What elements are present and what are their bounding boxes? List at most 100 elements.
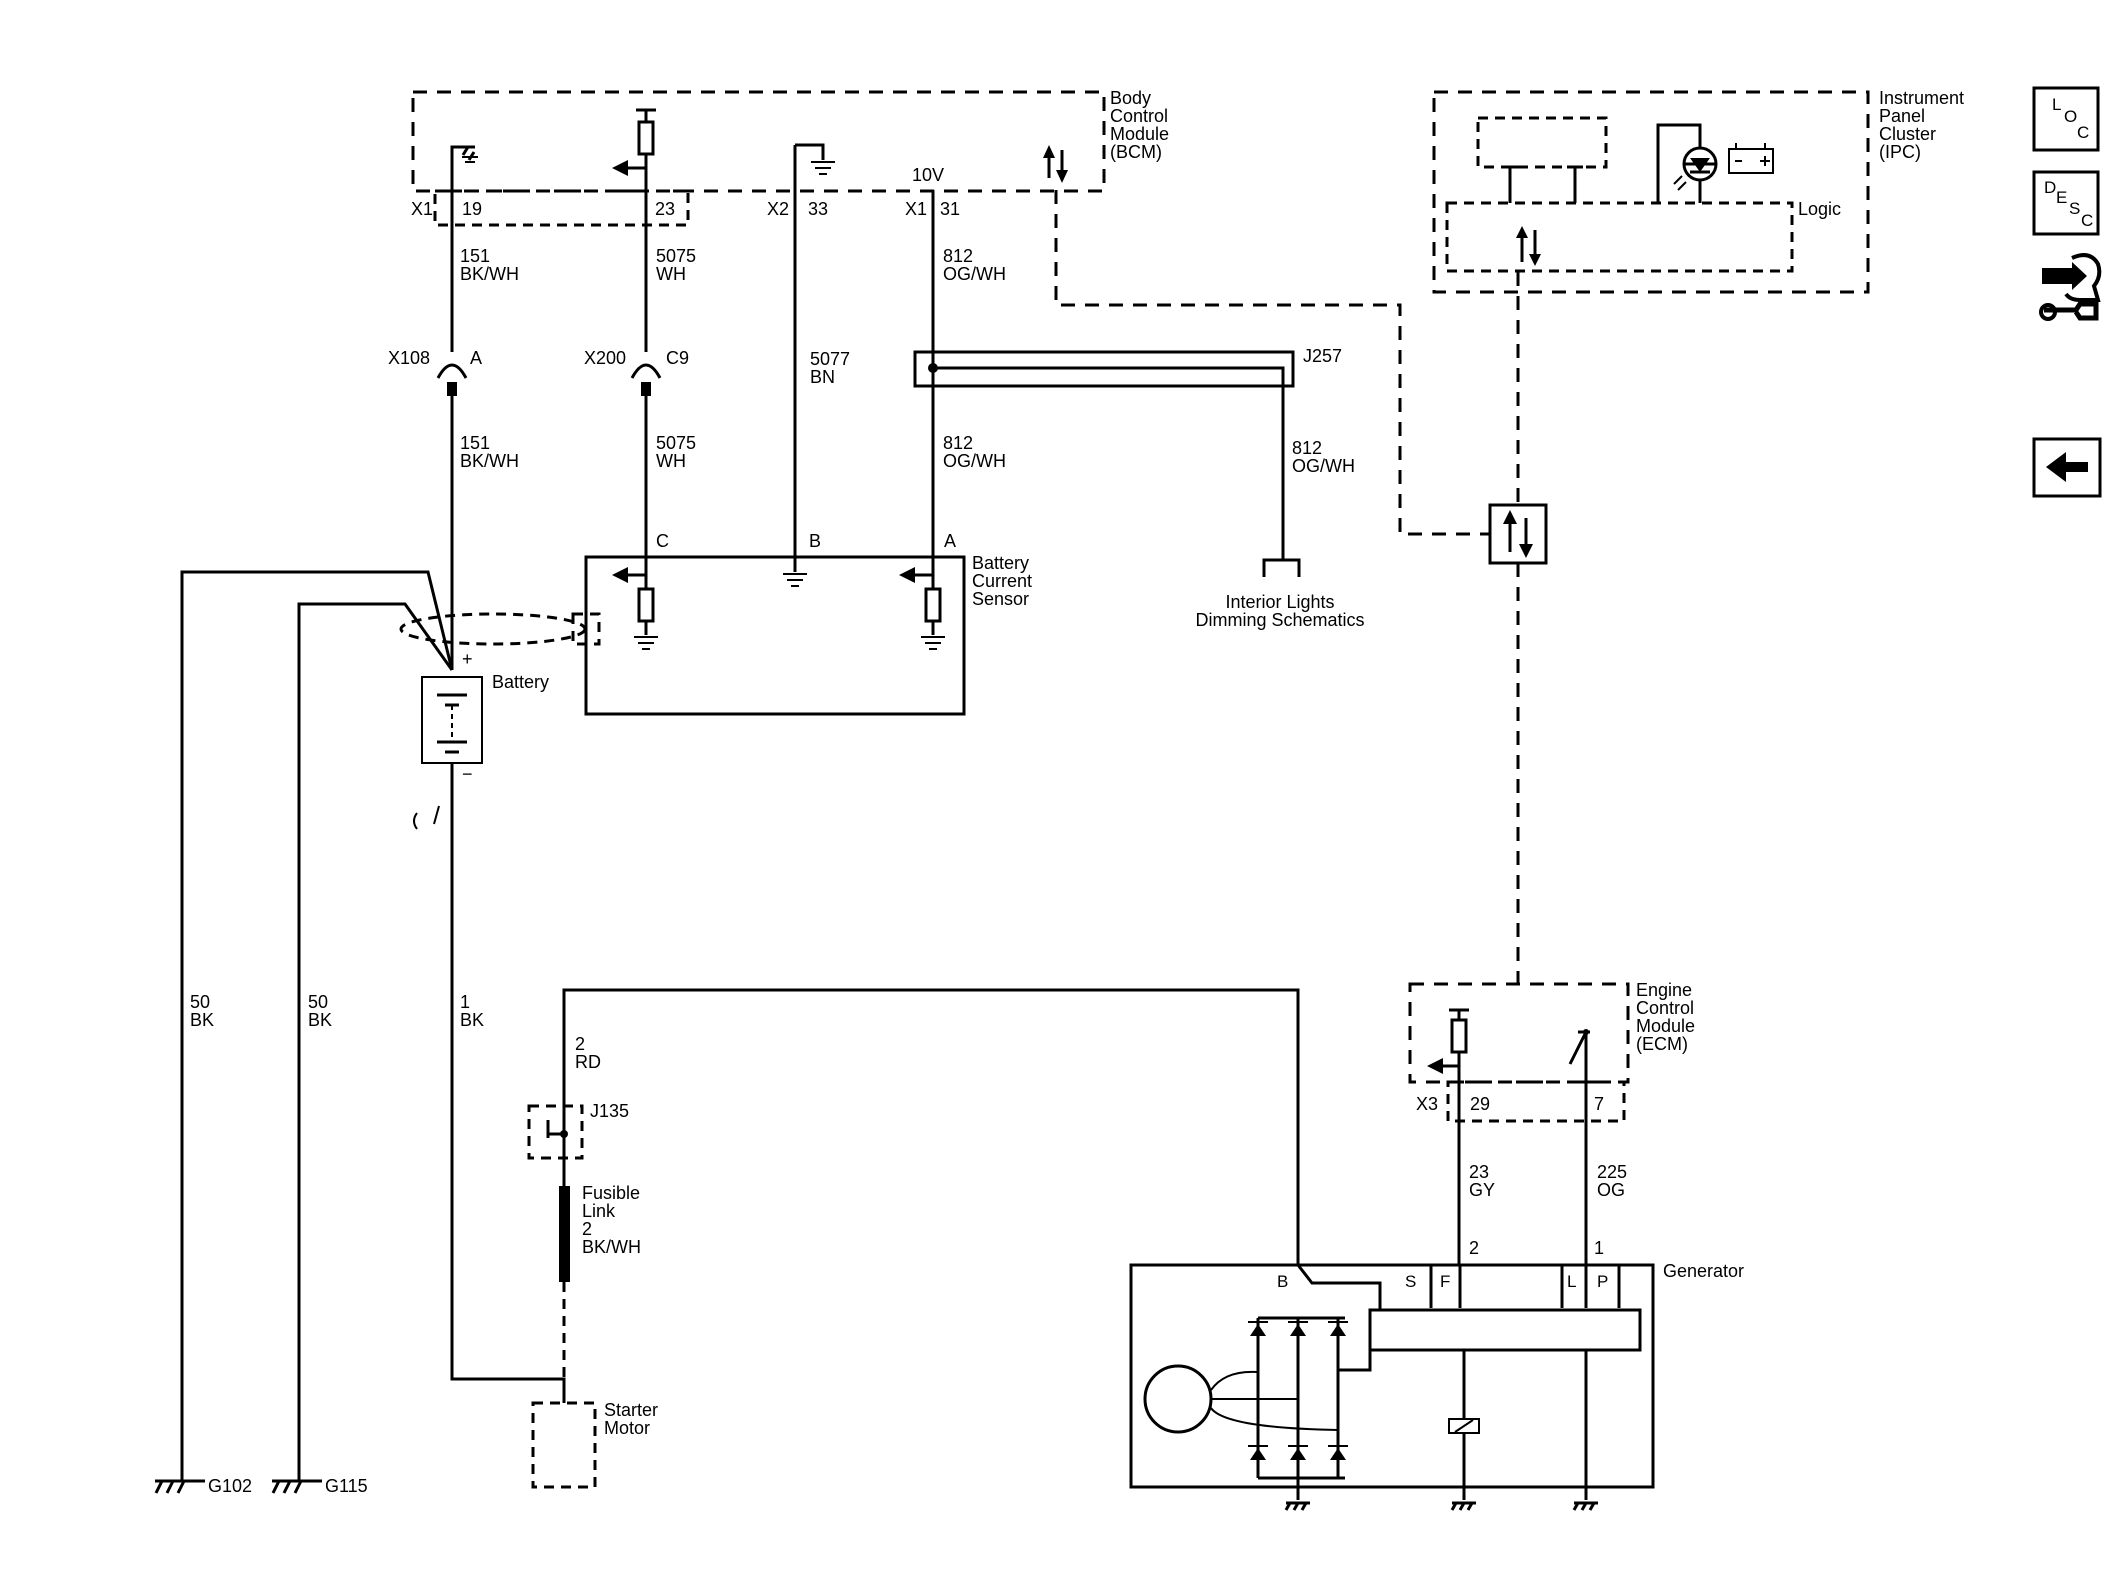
wire-812-number-lower: 812 bbox=[943, 433, 973, 453]
connector-x108-symbol bbox=[436, 363, 468, 379]
connector-x200-symbol bbox=[630, 363, 662, 379]
loc-letter-l: L bbox=[2052, 95, 2061, 114]
ecm-label-4: (ECM) bbox=[1636, 1034, 1688, 1054]
back-button[interactable] bbox=[2032, 437, 2102, 498]
interior-lights-connector bbox=[1262, 558, 1301, 577]
connector-x108-label: X108 bbox=[388, 348, 430, 368]
ground-g115: G115 bbox=[271, 1470, 368, 1496]
wire-225-color: OG bbox=[1597, 1180, 1625, 1200]
desc-letter-s: S bbox=[2069, 199, 2080, 218]
wire-151-number-lower: 151 bbox=[460, 433, 490, 453]
battery-label: Battery bbox=[492, 672, 549, 692]
bcs-pin-c: C bbox=[656, 531, 669, 551]
connector-tool-button[interactable] bbox=[2039, 253, 2102, 321]
bcm-x2-connector: X2 bbox=[767, 199, 789, 219]
bcs-pin-a: A bbox=[944, 531, 956, 551]
bcm-module: Body Control Module (BCM) X1 19 23 X2 33… bbox=[411, 88, 1169, 227]
wire-5075-number-upper: 5075 bbox=[656, 246, 696, 266]
wire-5077-color: BN bbox=[810, 367, 835, 387]
ipc-logic-label: Logic bbox=[1798, 199, 1841, 219]
generator-terminal-s: S bbox=[1405, 1272, 1416, 1291]
battery-minus-label: − bbox=[462, 764, 473, 784]
connector-arrow-icon bbox=[2042, 262, 2087, 290]
bcm-serial-data-line bbox=[1054, 190, 1490, 536]
generator-pin-2: 2 bbox=[1469, 1238, 1479, 1258]
ground-g115-label: G115 bbox=[325, 1476, 368, 1496]
wire-151-color-lower: BK/WH bbox=[460, 451, 519, 471]
bcs-pin-b: B bbox=[809, 531, 821, 551]
wire-50-g102 bbox=[180, 570, 454, 1470]
bcm-label-2: Control bbox=[1110, 106, 1168, 126]
ipc-module: Logic Instrument Panel Cluster (IPC) bbox=[1432, 88, 1964, 294]
generator-label: Generator bbox=[1663, 1261, 1744, 1281]
bcm-label-3: Module bbox=[1110, 124, 1169, 144]
bcs-label-1: Battery bbox=[972, 553, 1029, 573]
wire-5077-number: 5077 bbox=[810, 349, 850, 369]
wire-50-color-b: BK bbox=[308, 1010, 332, 1030]
generator-terminal-b: B bbox=[1277, 1272, 1288, 1291]
bcm-label-1: Body bbox=[1110, 88, 1151, 108]
battery-plus-label: + bbox=[462, 649, 473, 669]
ecm-pin-29: 29 bbox=[1470, 1094, 1490, 1114]
bcm-pin-31: 31 bbox=[940, 199, 960, 219]
ipc-label-1: Instrument bbox=[1879, 88, 1964, 108]
connector-x200-pin: C9 bbox=[666, 348, 689, 368]
wire-2-rd bbox=[562, 988, 1300, 1265]
splice-j135: J135 bbox=[527, 1101, 629, 1160]
wire-812-color-branch: OG/WH bbox=[1292, 456, 1355, 476]
wire-50-number-a: 50 bbox=[190, 992, 210, 1012]
bcm-arrow-icon bbox=[612, 160, 628, 176]
ecm-module: Engine Control Module (ECM) X3 29 7 bbox=[1408, 980, 1695, 1123]
generator-pin-1: 1 bbox=[1594, 1238, 1604, 1258]
ecm-label-1: Engine bbox=[1636, 980, 1692, 1000]
loc-letter-c: C bbox=[2077, 123, 2089, 142]
wire-812-color-lower: OG/WH bbox=[943, 451, 1006, 471]
connector-x108-pin: A bbox=[470, 348, 482, 368]
description-button[interactable]: D E S C bbox=[2032, 170, 2100, 236]
generator-terminal-f: F bbox=[1440, 1272, 1450, 1291]
splice-j135-label: J135 bbox=[590, 1101, 629, 1121]
wire-225-number: 225 bbox=[1597, 1162, 1627, 1182]
starter-motor-label-1: Starter bbox=[604, 1400, 658, 1420]
bcm-pin-33: 33 bbox=[808, 199, 828, 219]
serial-data-gateway bbox=[1488, 503, 1548, 565]
wire-50-number-b: 50 bbox=[308, 992, 328, 1012]
ground-g102: G102 bbox=[154, 1470, 252, 1496]
ipc-label-3: Cluster bbox=[1879, 124, 1936, 144]
wire-23-number: 23 bbox=[1469, 1162, 1489, 1182]
battery-current-sensor: C B A Battery Current Sensor bbox=[399, 531, 1032, 716]
wire-1-number: 1 bbox=[460, 992, 470, 1012]
ipc-label-2: Panel bbox=[1879, 106, 1925, 126]
wire-151-color-upper: BK/WH bbox=[460, 264, 519, 284]
desc-letter-e: E bbox=[2056, 188, 2067, 207]
back-arrow-icon bbox=[2046, 452, 2088, 482]
wire-5075-number-lower: 5075 bbox=[656, 433, 696, 453]
bcs-label-2: Current bbox=[972, 571, 1032, 591]
wire-2-color: RD bbox=[575, 1052, 601, 1072]
wire-812-number-upper: 812 bbox=[943, 246, 973, 266]
generator-terminal-l: L bbox=[1567, 1272, 1576, 1291]
ecm-pin-7: 7 bbox=[1594, 1094, 1604, 1114]
bcm-x1-connector-b: X1 bbox=[905, 199, 927, 219]
interior-lights-label-1: Interior Lights bbox=[1225, 592, 1334, 612]
wire-50-color-a: BK bbox=[190, 1010, 214, 1030]
desc-letter-c: C bbox=[2081, 211, 2093, 230]
ground-g102-label: G102 bbox=[208, 1476, 252, 1496]
ecm-label-2: Control bbox=[1636, 998, 1694, 1018]
interior-lights-label-2: Dimming Schematics bbox=[1195, 610, 1364, 630]
location-button[interactable]: L O C bbox=[2032, 86, 2100, 152]
bcm-label-4: (BCM) bbox=[1110, 142, 1162, 162]
wire-151-number-upper: 151 bbox=[460, 246, 490, 266]
stator-icon bbox=[1143, 1364, 1213, 1434]
wire-5075-color-upper: WH bbox=[656, 264, 686, 284]
starter-motor: Starter Motor bbox=[531, 1379, 658, 1489]
bcm-10v-label: 10V bbox=[912, 165, 944, 185]
wire-812-number-branch: 812 bbox=[1292, 438, 1322, 458]
bcm-pin-23: 23 bbox=[655, 199, 675, 219]
splice-j257: J257 bbox=[913, 346, 1342, 560]
fusible-link-label-1: Fusible bbox=[582, 1183, 640, 1203]
splice-j257-label: J257 bbox=[1303, 346, 1342, 366]
bcm-pin-19: 19 bbox=[462, 199, 482, 219]
ecm-label-3: Module bbox=[1636, 1016, 1695, 1036]
fusible-link-label-3: 2 bbox=[582, 1219, 592, 1239]
